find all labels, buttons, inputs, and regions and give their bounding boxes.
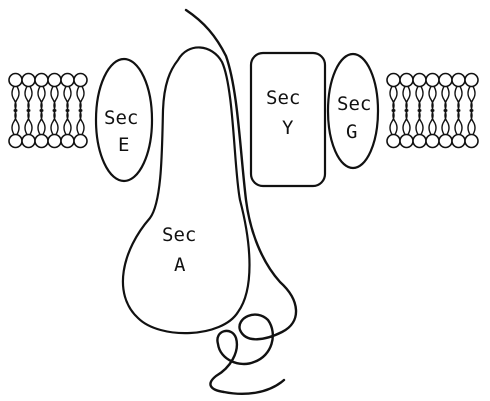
- lipid-head: [439, 74, 452, 87]
- lipid-head: [452, 74, 465, 87]
- membrane-left: [9, 74, 87, 148]
- lipid-head: [48, 74, 61, 87]
- lipid-tail: [390, 87, 397, 112]
- lipid-tail: [442, 110, 449, 135]
- lipid-head: [61, 74, 74, 87]
- lipid-tail: [429, 110, 436, 135]
- sec-y-label-line2: Y: [282, 117, 294, 139]
- lipid-head: [35, 135, 48, 148]
- sec-a-label-line1: Sec: [162, 224, 196, 246]
- lipid-tail: [416, 110, 423, 135]
- lipid-head: [413, 135, 426, 148]
- lipid-head: [413, 74, 426, 87]
- lipid-tail: [38, 87, 45, 112]
- lipid-tail: [455, 87, 462, 112]
- lipid-tail: [77, 87, 84, 112]
- sec-e-label-line1: Sec: [104, 107, 138, 129]
- lipid-head: [426, 74, 439, 87]
- lipid-tail: [25, 110, 32, 135]
- lipid-tail: [12, 110, 19, 135]
- sec-g-label-line1: Sec: [337, 93, 371, 115]
- lipid-tail: [468, 87, 475, 112]
- lipid-tail: [403, 110, 410, 135]
- sec-y-label-line1: Sec: [266, 87, 300, 109]
- lipid-tail: [51, 87, 58, 112]
- lipid-tail: [51, 110, 58, 135]
- lipid-tail: [442, 87, 449, 112]
- lipid-head: [426, 135, 439, 148]
- lipid-head: [61, 135, 74, 148]
- lipid-tail: [455, 110, 462, 135]
- lipid-head: [439, 135, 452, 148]
- lipid-head: [74, 74, 87, 87]
- lipid-head: [400, 74, 413, 87]
- lipid-tail: [64, 87, 71, 112]
- lipid-tail: [429, 87, 436, 112]
- lipid-head: [465, 135, 478, 148]
- lipid-tail: [390, 110, 397, 135]
- lipid-tail: [64, 110, 71, 135]
- lipid-head: [22, 74, 35, 87]
- lipid-head: [48, 135, 61, 148]
- lipid-tail: [38, 110, 45, 135]
- lipid-tail: [403, 87, 410, 112]
- lipid-tail: [468, 110, 475, 135]
- lipid-head: [9, 135, 22, 148]
- lipid-head: [9, 74, 22, 87]
- lipid-head: [387, 135, 400, 148]
- sec-a-label-line2: A: [174, 254, 186, 276]
- lipid-tail: [77, 110, 84, 135]
- lipid-head: [465, 74, 478, 87]
- sec-e-label-line2: E: [118, 134, 129, 156]
- lipid-head: [35, 74, 48, 87]
- lipid-head: [74, 135, 87, 148]
- lipid-tail: [12, 87, 19, 112]
- membrane-right: [387, 74, 478, 148]
- lipid-head: [400, 135, 413, 148]
- lipid-head: [22, 135, 35, 148]
- lipid-head: [387, 74, 400, 87]
- lipid-tail: [416, 87, 423, 112]
- sec-g-label-line2: G: [346, 121, 357, 143]
- lipid-head: [452, 135, 465, 148]
- lipid-tail: [25, 87, 32, 112]
